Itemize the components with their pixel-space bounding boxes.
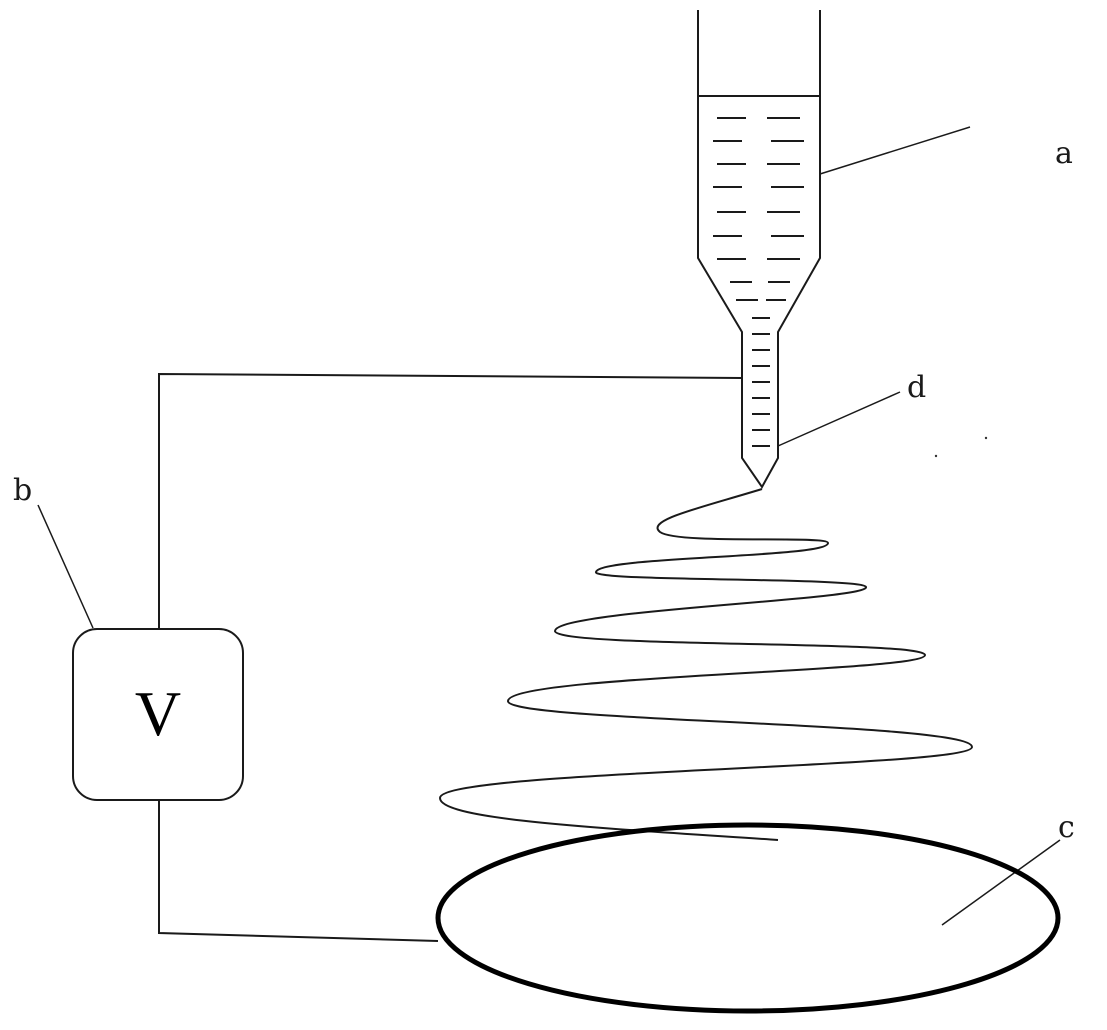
leader-line-c (941, 839, 1061, 926)
leader-line-a (819, 126, 971, 175)
leader-line-b (37, 504, 94, 629)
syringe (697, 10, 821, 489)
leader-line-d (777, 391, 901, 447)
label-a: a (1055, 136, 1073, 171)
label-b: b (13, 473, 32, 508)
voltage-symbol: V (135, 678, 181, 749)
speck-mark (934, 454, 938, 458)
voltage-source: V (72, 628, 244, 801)
voltage-source-box (72, 628, 244, 801)
collector (435, 822, 1061, 1014)
fiber-jet (438, 488, 974, 841)
polymer-solution (713, 117, 804, 447)
label-d: d (907, 370, 926, 405)
syringe-outline (697, 10, 821, 489)
label-c: c (1058, 810, 1075, 845)
wire-to-collector (158, 800, 439, 942)
speck-mark (984, 436, 988, 440)
wire-to-needle (158, 372, 743, 628)
